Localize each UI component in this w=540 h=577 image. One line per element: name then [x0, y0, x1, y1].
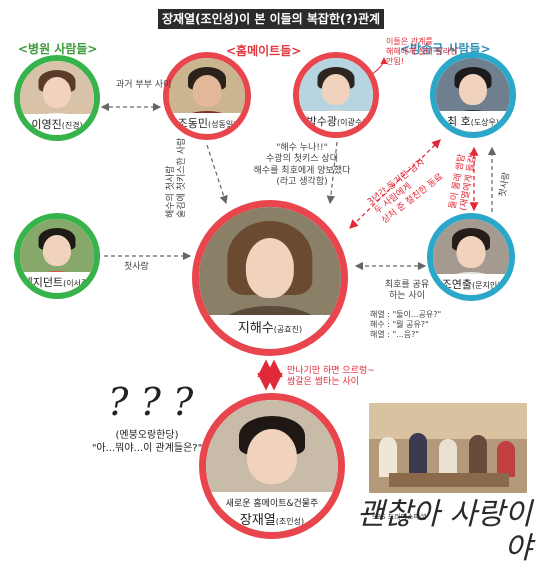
- node-label: 최 호(도상우): [436, 111, 510, 132]
- note-yeon-dialog: 해열 : "둘이...공유?" 해수 : "뭘 공유?" 해열 : "...음?…: [370, 310, 442, 339]
- node-ji-haesu: 지해수(공효진): [192, 200, 348, 356]
- note-park-haesu: "해수 누나!!" 수광의 첫키스 상대 해수를 최호에게 양보했다 (라고 생…: [253, 143, 351, 187]
- node-label: 이영진(진경): [20, 114, 94, 135]
- question-marks: ? ? ?: [108, 380, 194, 424]
- drama-still-image: [369, 403, 527, 493]
- node-jo-dongmin: 조동민(성동일): [163, 52, 251, 140]
- node-jang-jaeyeol: 새로운 홈메이트&건물주 장재열(조인성): [199, 393, 345, 539]
- node-lee-youngjin: 이영진(진경): [14, 55, 100, 141]
- note-park-secret: 이들은 관계를 해해에게 절대 알리면 안됨!: [386, 37, 458, 66]
- node-label: 박수광(이광수): [299, 111, 373, 132]
- node-label: 조연출(문지인): [433, 273, 509, 295]
- note-lee-jo: 과거 부부 사이: [116, 80, 172, 90]
- node-label: 레지던트(이서준): [20, 272, 94, 293]
- group-label-hospital: <병원 사람들>: [18, 42, 98, 56]
- group-label-homemates: <홈메이트들>: [226, 44, 302, 58]
- note-haesu-jang: 만나기만 하면 으르렁~ 쌈갈은 썸타는 사이: [287, 366, 375, 388]
- node-label: 새로운 홈메이트&건물주 장재열(조인성): [206, 492, 338, 532]
- note-yeon-haesu: 최호를 공유 하는 사이: [384, 280, 430, 302]
- channel-logo: SBS 드라마스페셜: [372, 513, 427, 521]
- node-park-sukwang: 박수광(이광수): [293, 52, 379, 138]
- line-park-note: [371, 57, 388, 75]
- node-resident: 레지던트(이서준): [14, 213, 100, 299]
- line-jo-haesu: [206, 144, 228, 205]
- drama-title-logo: 괜찮아 사랑이야: [356, 497, 532, 566]
- diagram-title: 장재열(조인성)이 본 이들의 복잡한(?)관계: [158, 9, 384, 29]
- node-label: 지해수(공효진): [199, 314, 341, 349]
- note-jo-haesu: 해수의 첫사랑 술김에 첫키스한 사람: [166, 137, 188, 218]
- node-assistant-director: 조연출(문지인): [427, 213, 515, 301]
- node-choi-ho: 최 호(도상우): [430, 52, 516, 138]
- note-jiseo-haesu: 첫사랑: [124, 262, 149, 272]
- note-jang-reaction: (멘붕오랑한당) "아...뭐야...이 관계들은?": [91, 430, 203, 454]
- line-park-haesu: [326, 141, 338, 205]
- node-label: 조동민(성동일): [169, 112, 245, 134]
